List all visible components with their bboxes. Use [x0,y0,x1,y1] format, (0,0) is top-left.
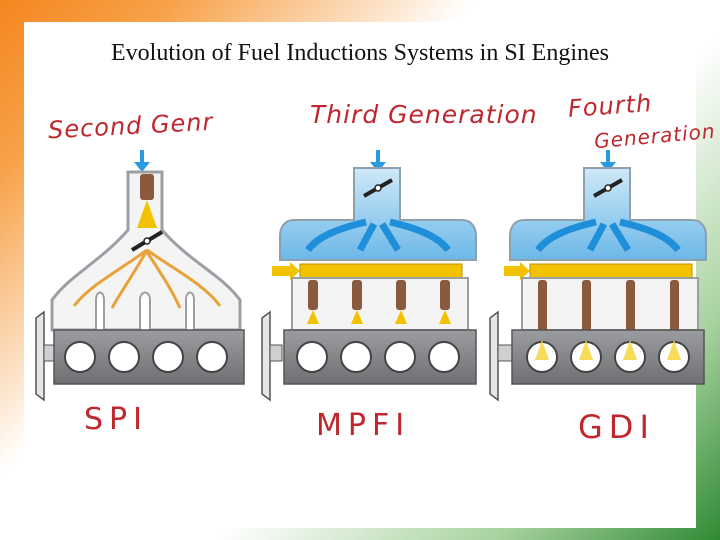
spi-cylinder [108,341,140,373]
annotation-fourth-generation-line1: Fourth [567,89,654,123]
annotation-gdi: GDI [578,408,655,446]
gdi-direct-injectors [538,280,679,336]
spi-system [35,150,245,402]
annotation-mpfi: MPFI [316,408,411,443]
mpfi-pulley [261,310,271,402]
gdi-air-arrow [600,150,616,172]
spi-cylinder [196,341,228,373]
mpfi-airflow-arrows [305,218,451,253]
spi-injector [140,174,154,200]
mpfi-cylinder [384,341,416,373]
annotation-third-generation: Third Generation [310,100,538,129]
spi-air-arrow [134,150,150,172]
mpfi-fuel-inlet-arrow [272,262,300,280]
gdi-pulley [489,310,499,402]
spi-flow-arrows [72,248,222,309]
mpfi-cylinder [428,341,460,373]
mpfi-air-arrow [370,150,386,172]
mpfi-injectors [307,280,451,324]
spi-cylinder [64,341,96,373]
spi-cylinder [152,341,184,373]
gdi-fuel-rail [529,263,693,279]
gdi-cylinders [526,340,690,373]
spi-runner-dividers [95,291,195,330]
mpfi-cylinder [340,341,372,373]
mpfi-cylinder [296,341,328,373]
mpfi-system [261,150,477,402]
spi-fuel-spray [137,200,157,228]
slide-title: Evolution of Fuel Inductions Systems in … [111,40,609,66]
spi-throttle-pivot [143,237,151,245]
mpfi-fuel-rail [299,263,463,279]
gdi-system [489,150,707,402]
gdi-airflow-arrows [535,218,681,253]
annotation-spi: SPI [84,402,148,437]
spi-pulley [35,310,45,402]
gdi-fuel-inlet-arrow [504,262,530,280]
